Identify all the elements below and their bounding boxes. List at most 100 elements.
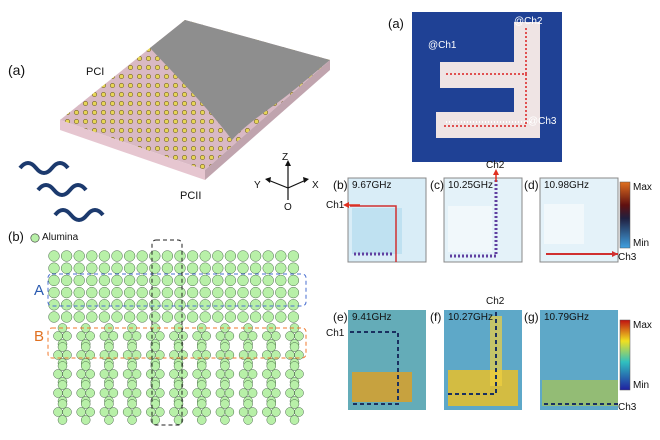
alumina-rod: [104, 399, 114, 409]
alumina-rod: [161, 311, 174, 323]
alumina-rod: [186, 250, 199, 262]
alumina-rod: [122, 331, 133, 341]
colorbar-sim-min: Min: [633, 238, 650, 249]
meas-panel-f-label: (f): [430, 310, 442, 324]
alumina-rod: [85, 407, 95, 417]
alumina-rod: [266, 415, 277, 425]
alumina-rod: [224, 311, 237, 323]
alumina-rod: [196, 380, 207, 390]
alumina-rod: [57, 380, 68, 390]
alumina-rod: [146, 388, 156, 398]
alumina-rod: [60, 311, 73, 323]
meas-panel-e-freq: 9.41GHz: [352, 312, 392, 323]
alumina-rod: [196, 361, 207, 371]
alumina-rod: [111, 262, 123, 274]
alumina-rod: [111, 250, 123, 262]
slab-front-face: [60, 120, 205, 180]
alumina-rod: [57, 399, 68, 409]
alumina-rod: [220, 342, 230, 352]
alumina-rod: [192, 369, 202, 379]
alumina-rod: [169, 331, 179, 341]
alumina-rod: [215, 369, 226, 379]
alumina-rod: [149, 250, 161, 262]
sim-arrow-ch1: [343, 202, 360, 208]
alumina-rod: [60, 286, 73, 299]
alumina-rod: [243, 399, 253, 409]
alumina-rod: [266, 399, 277, 409]
left-panel-b-label: (b): [8, 229, 24, 244]
alumina-rod: [287, 299, 300, 311]
alumina-rod: [192, 407, 202, 417]
alumina-rod: [131, 388, 142, 398]
alumina-rod: [111, 274, 123, 287]
alumina-rod: [122, 388, 133, 398]
alumina-rod: [287, 250, 300, 262]
colorbar-meas-max: Max: [633, 320, 652, 331]
alumina-rod: [212, 262, 224, 274]
alumina-rod: [262, 250, 274, 262]
alumina-rod: [131, 350, 142, 360]
alumina-rod: [266, 361, 277, 371]
meas-panel-e: [348, 310, 426, 410]
alumina-rod: [212, 250, 224, 262]
alumina-rod: [215, 331, 226, 341]
alumina-rod: [155, 369, 165, 379]
alumina-rod: [289, 342, 300, 352]
alumina-rod: [224, 369, 235, 379]
colorbar-sim-max: Max: [633, 182, 652, 193]
meas-panel-e-label: (e): [333, 310, 348, 324]
alumina-rod: [127, 361, 137, 371]
alumina-rod: [136, 286, 148, 299]
alumina-rod: [60, 250, 73, 262]
row-b-label: B: [34, 328, 45, 345]
alumina-rod: [127, 399, 137, 409]
meas-panel-f: [444, 310, 522, 410]
alumina-rod: [76, 331, 86, 341]
sim-port-ch1: Ch1: [326, 200, 345, 211]
alumina-rod: [243, 342, 253, 352]
supercell-column-box: [151, 239, 183, 426]
alumina-rod: [262, 274, 274, 287]
alumina-rod: [155, 331, 165, 341]
alumina-rod: [275, 299, 287, 311]
alumina-rod: [80, 380, 91, 390]
alumina-rod: [224, 299, 237, 311]
alumina-rod: [136, 274, 148, 287]
metal-plate: [150, 20, 330, 140]
alumina-rod: [266, 342, 277, 352]
alumina-rod: [161, 250, 174, 262]
alumina-rod: [289, 399, 300, 409]
sim-panel-d-freq: 10.98GHz: [544, 180, 590, 191]
alumina-rod: [249, 274, 262, 287]
alumina-rod: [212, 286, 224, 299]
alumina-rod: [111, 286, 123, 299]
alumina-rod: [161, 299, 174, 311]
alumina-rod: [224, 262, 237, 274]
alumina-rod: [212, 274, 224, 287]
sim-arrow-ch2: [493, 169, 499, 182]
alumina-rod: [224, 286, 237, 299]
alumina-rod: [220, 361, 230, 371]
wave-arrow-2: [36, 183, 88, 197]
alumina-rod: [104, 415, 114, 425]
alumina-rod: [238, 331, 249, 341]
alumina-rod: [192, 331, 202, 341]
alumina-rod: [155, 407, 165, 417]
alumina-rod: [201, 369, 211, 379]
meas-port-ch1: Ch1: [326, 328, 345, 339]
alumina-rod: [249, 311, 262, 323]
alumina-rod: [73, 262, 85, 274]
alumina-rod: [57, 342, 68, 352]
alumina-rod: [271, 331, 281, 341]
alumina-rod: [247, 350, 258, 360]
sim-panel-c-freq: 10.25GHz: [448, 180, 494, 191]
alumina-rod: [123, 286, 136, 299]
axis-y-label: Y: [254, 180, 261, 191]
alumina-legend-label: Alumina: [42, 232, 79, 243]
alumina-rod: [173, 380, 184, 390]
alumina-rod: [249, 286, 262, 299]
sim-panel-c: [443, 177, 523, 263]
alumina-rod: [155, 388, 165, 398]
alumina-rod: [48, 250, 60, 262]
alumina-rod: [174, 250, 186, 262]
